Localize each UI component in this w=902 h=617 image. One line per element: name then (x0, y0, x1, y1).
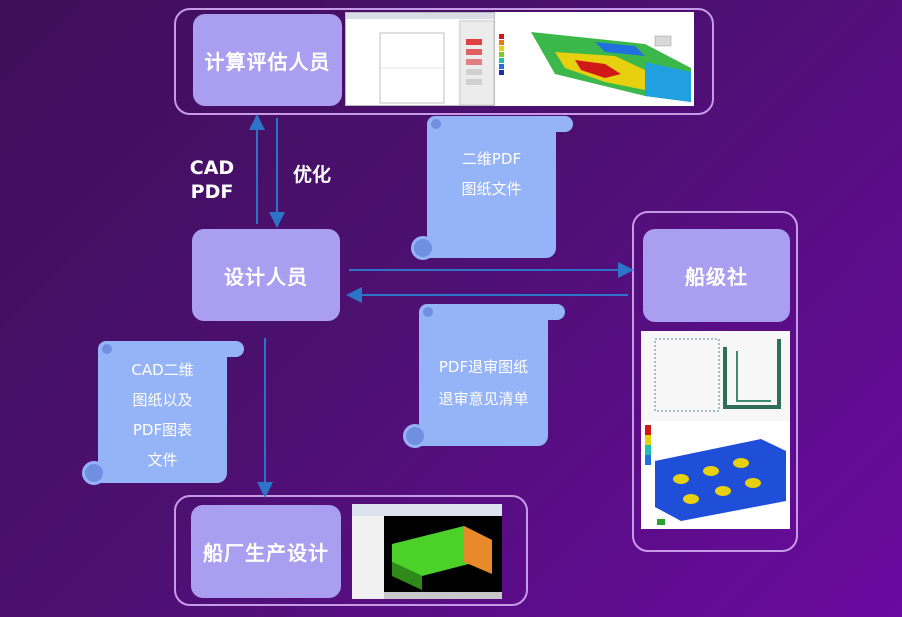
midship-section-image (641, 331, 790, 421)
evaluator-cad-screenshot (345, 12, 495, 106)
designer-label: 设计人员 (224, 264, 308, 289)
evaluator-frame (174, 8, 714, 115)
pdf-2d-line2: 图纸文件 (461, 180, 522, 198)
shipyard-3d-screenshot (352, 504, 502, 599)
class-society-frame (632, 211, 798, 552)
cad-package-line1: CAD二维 (131, 361, 194, 379)
cad-package-line2: 图纸以及 (132, 391, 193, 409)
fea-hull-image (495, 12, 694, 106)
pdf-2d-line1: 二维PDF (461, 150, 522, 168)
cad-package-line3: PDF图表 (132, 421, 193, 439)
cad-pdf-label: CAD PDF (184, 156, 240, 204)
cad-package-scroll: CAD二维 图纸以及 PDF图表 文件 (82, 341, 244, 485)
evaluator-label: 计算评估人员 (204, 49, 331, 74)
cad-package-line4: 文件 (147, 451, 178, 469)
block-3d-image (352, 504, 502, 599)
evaluator-node: 计算评估人员 (193, 14, 342, 106)
class-society-section-screenshot (641, 331, 790, 421)
class-society-fea-screenshot (641, 421, 790, 529)
cad-drawing-image (346, 13, 494, 105)
class-society-node: 船级社 (643, 229, 790, 322)
designer-node: 设计人员 (192, 229, 340, 321)
optimize-label: 优化 (292, 164, 331, 186)
shipyard-node: 船厂生产设计 (191, 505, 341, 598)
shipyard-frame (174, 495, 528, 606)
fea-block-image (641, 421, 790, 529)
evaluator-fea-screenshot (495, 12, 694, 106)
class-society-label: 船级社 (685, 265, 748, 289)
review-scroll: PDF退审图纸 退审意见清单 (403, 304, 565, 448)
review-line2: 退审意见清单 (438, 390, 529, 408)
pdf-2d-scroll: 二维PDF 图纸文件 (411, 116, 573, 260)
shipyard-label: 船厂生产设计 (203, 541, 329, 565)
cad-label: CAD (189, 157, 235, 179)
review-line1: PDF退审图纸 (438, 358, 529, 376)
pdf-label: PDF (190, 181, 234, 203)
